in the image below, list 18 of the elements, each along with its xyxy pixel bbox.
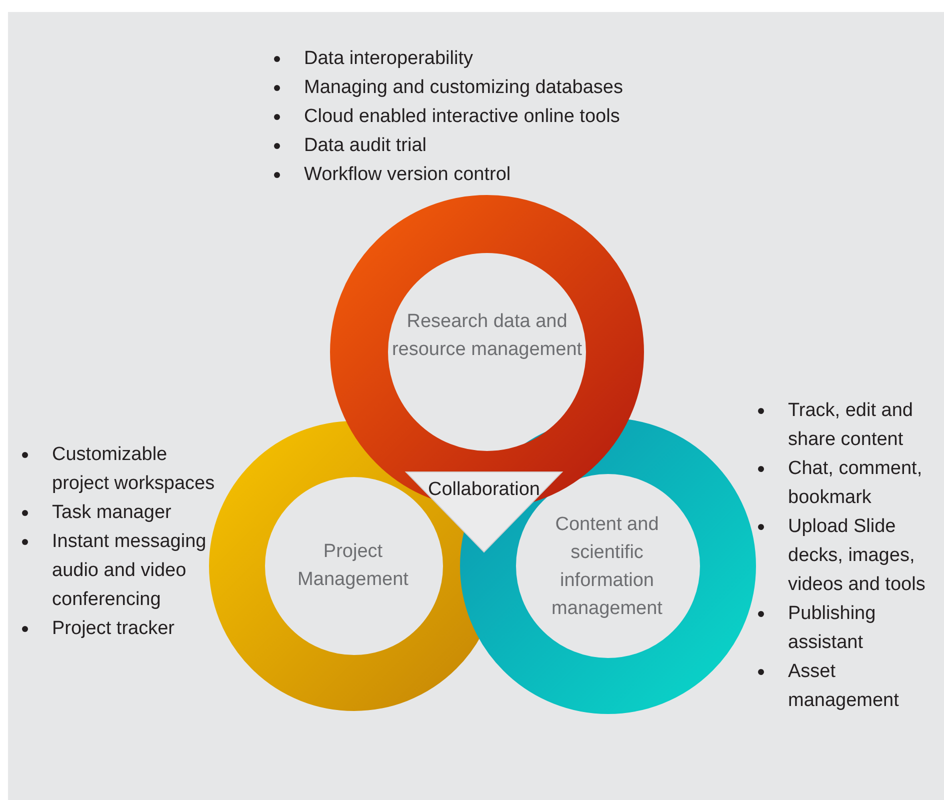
bullet-text: Workflow version control — [304, 164, 511, 185]
ring-label: Research data and resource management — [390, 310, 584, 362]
bullet-text: Upload Slide decks, images, videos and tools — [788, 516, 926, 595]
bullet-text: Instant messaging audio and video conferencing — [52, 531, 206, 610]
ring-label: Project Management — [296, 540, 410, 592]
bullet-text: Asset management — [788, 661, 899, 711]
bullet-text: Managing and customizing databases — [304, 77, 623, 98]
bullet-text: Data audit trial — [304, 135, 427, 156]
bullet-text: Project tracker — [52, 618, 174, 639]
bullet-text: Customizable project workspaces — [52, 444, 215, 494]
center-label: Collaboration — [427, 478, 541, 502]
bullet-text: Task manager — [52, 502, 172, 523]
ring-label: Content and scientific information management — [550, 513, 664, 621]
bullet-text: Publishing assistant — [788, 603, 876, 653]
bullet-text: Cloud enabled interactive online tools — [304, 106, 620, 127]
bullet-text: Chat, comment, bookmark — [788, 458, 922, 508]
bullet-text: Track, edit and share content — [788, 400, 913, 450]
bullet-text: Data interoperability — [304, 48, 473, 69]
